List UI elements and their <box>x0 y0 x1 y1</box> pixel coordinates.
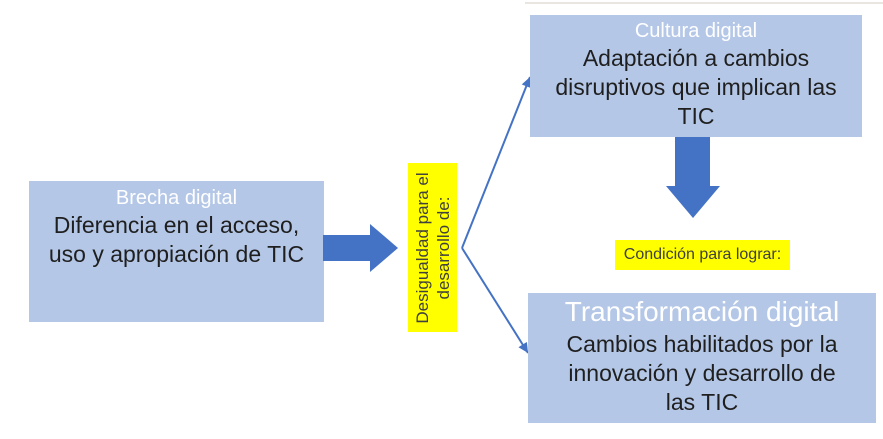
body-line: Cambios habilitados por la <box>566 331 838 357</box>
divider-line: Desigualdad para el <box>412 171 432 324</box>
right-arrow-icon <box>323 224 398 272</box>
body-line: Adaptación a cambios <box>582 45 810 71</box>
brecha-digital-box: Brecha digital Diferencia en el acceso, … <box>29 181 324 322</box>
cultura-digital-body: Adaptación a cambios disruptivos que imp… <box>530 44 862 131</box>
top-edge-artifact <box>525 2 883 4</box>
condicion-label: Condición para lograr: <box>615 240 790 270</box>
body-line: las TIC <box>665 389 739 415</box>
branch-connector-icon <box>461 76 531 354</box>
body-line: disruptivos que implican las <box>555 74 837 100</box>
body-line: Diferencia en el acceso, <box>53 212 300 238</box>
desigualdad-divider-box: Desigualdad para el desarrollo de: <box>408 163 457 332</box>
desigualdad-divider-label: Desigualdad para el desarrollo de: <box>412 163 454 332</box>
transformacion-digital-title: Transformación digital <box>564 296 840 327</box>
body-line: innovación y desarrollo de <box>568 360 836 386</box>
brecha-digital-body: Diferencia en el acceso, uso y apropiaci… <box>29 211 324 269</box>
divider-line: desarrollo de: <box>433 196 453 300</box>
cultura-digital-title: Cultura digital <box>634 20 758 42</box>
cultura-digital-box: Cultura digital Adaptación a cambios dis… <box>530 15 862 137</box>
brecha-digital-title: Brecha digital <box>115 187 238 209</box>
transformacion-digital-body: Cambios habilitados por la innovación y … <box>528 330 876 417</box>
body-line: TIC <box>677 103 715 129</box>
body-line: uso y apropiación de TIC <box>48 241 305 267</box>
transformacion-digital-box: Transformación digital Cambios habilitad… <box>528 293 876 423</box>
down-arrow-icon <box>666 137 720 218</box>
